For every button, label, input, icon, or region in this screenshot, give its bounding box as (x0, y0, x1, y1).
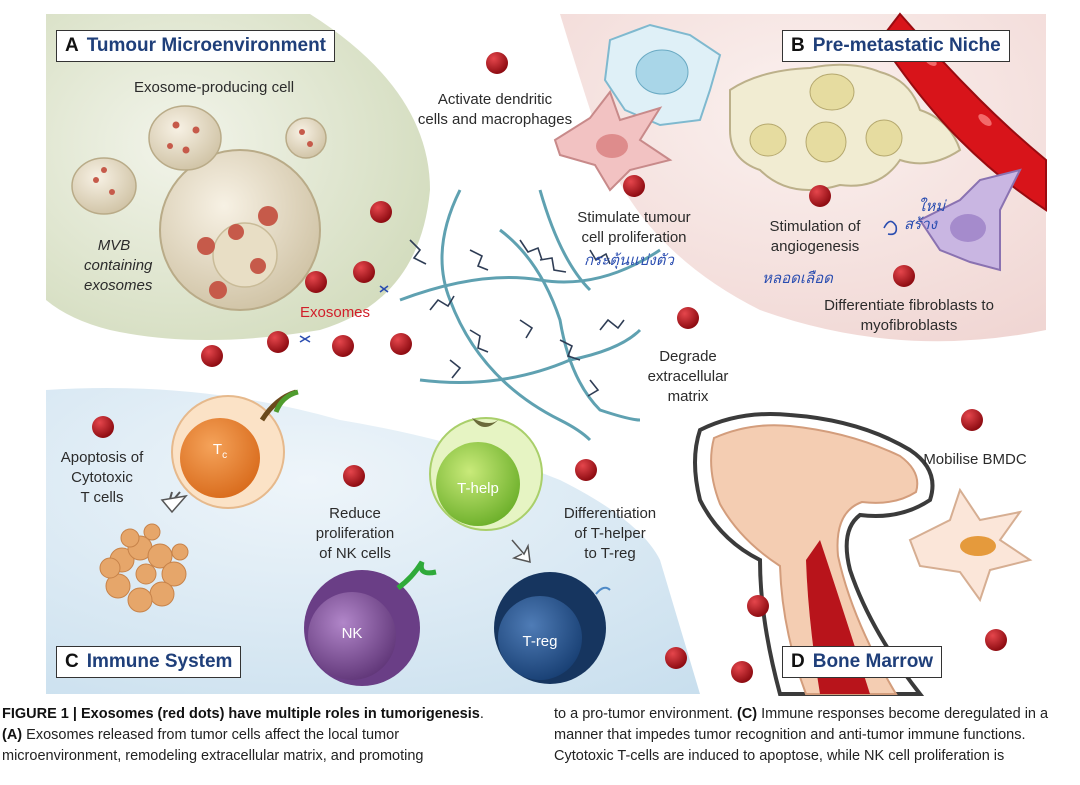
fibroblast-purple (918, 168, 1022, 272)
caption-left-line1: FIGURE 1 | Exosomes (red dots) have mult… (2, 704, 527, 725)
label-degrade-line2: extracellular (647, 368, 729, 385)
nk-cell (304, 560, 437, 686)
panel-a-label: Tumour Microenvironment (86, 35, 327, 56)
caption-right-line1-a: to a pro-tumor environment. (554, 706, 737, 722)
caption-a-marker: (A) (2, 727, 23, 743)
tc-subscript: c (222, 450, 228, 461)
label-nk-line3: of NK cells (319, 545, 391, 562)
apoptotic-bodies (99, 523, 189, 613)
cell-label-treg: T-reg (522, 633, 558, 650)
caption-left-line2: (A) Exosomes released from tumor cells a… (2, 725, 527, 746)
handwritten-note-1: กระตุ้นแบ่งตัว (584, 251, 674, 269)
caption-right-line1: to a pro-tumor environment. (C) Immune r… (554, 704, 1078, 725)
caption-right: to a pro-tumor environment. (C) Immune r… (554, 704, 1078, 767)
label-exosome-producing-cell: Exosome-producing cell (134, 79, 295, 96)
caption-left-line3: microenvironment, remodeling extracellul… (2, 748, 424, 764)
label-treg-line3: to T-reg (584, 545, 636, 562)
tc-letter: T (212, 441, 223, 458)
handwritten-marks (299, 220, 898, 343)
macrophage-pink (553, 89, 673, 192)
extracellular-matrix-fibres (399, 189, 661, 442)
label-nk-line2: proliferation (315, 525, 395, 542)
t-reg-cell (494, 572, 611, 684)
diagram-canvas (46, 12, 1047, 696)
label-dendritic-line1: Activate dendritic (437, 91, 553, 108)
ecm-fibrils (409, 239, 625, 397)
caption-right-line1-b: Immune responses become deregulated in a (757, 706, 1049, 722)
cytotoxic-t-cell (171, 389, 299, 509)
panel-c-letter: C (65, 651, 79, 672)
label-dendritic-line2: cells and macrophages (417, 111, 573, 128)
dendritic-cell-blue (603, 23, 722, 127)
label-mvb-line1: MVB (97, 237, 131, 254)
caption-title-dot: . (479, 706, 484, 722)
label-apoptosis-line1: Apoptosis of (60, 449, 144, 466)
arrow-tc-to-apoptosis (160, 491, 188, 514)
exosome-dots (92, 52, 1007, 683)
label-apoptosis-line3: T cells (80, 489, 124, 506)
panel-b-title: B Pre-metastatic Niche (782, 30, 1010, 62)
handwritten-note-3: สร้าง (904, 215, 937, 233)
panel-c-label: Immune System (86, 651, 233, 672)
label-fibroblasts-line1: Differentiate fibroblasts to (824, 297, 994, 314)
caption-left: FIGURE 1 | Exosomes (red dots) have mult… (2, 704, 527, 767)
panel-d-letter: D (791, 651, 805, 672)
label-fibroblasts-line2: myofibroblasts (860, 317, 958, 334)
label-treg-line2: of T-helper (574, 525, 646, 542)
label-degrade-line3: matrix (667, 388, 709, 405)
label-exosomes: Exosomes (300, 304, 371, 321)
panel-a-letter: A (65, 35, 79, 56)
panel-a-title: A Tumour Microenvironment (56, 30, 336, 62)
caption-right-line3: Cytotoxic T-cells are induced to apoptos… (554, 748, 1005, 764)
cell-label-thelp: T-help (457, 480, 499, 497)
arrow-thelp-to-treg (511, 539, 531, 563)
label-mobilise-bmdc: Mobilise BMDC (923, 451, 1027, 468)
label-mvb-line3: exosomes (84, 277, 153, 294)
exosome-producing-cells (71, 105, 327, 311)
panel-d-label: Bone Marrow (812, 651, 934, 672)
label-treg-line1: Differentiation (563, 505, 657, 522)
label-angiogenesis-line1: Stimulation of (769, 218, 861, 235)
panel-b-letter: B (791, 35, 805, 56)
handwritten-note-2: หลอดเลือด (762, 269, 833, 287)
label-stimulate-line2: cell proliferation (581, 229, 687, 246)
caption-c-marker: (C) (736, 706, 758, 722)
handwritten-note-4: ใหม่ (918, 197, 946, 215)
intracellular-exosomes (93, 121, 313, 299)
caption-left-line2-text: Exosomes released from tumor cells affec… (22, 727, 400, 743)
cell-label-nk: NK (341, 625, 363, 642)
label-mvb-line2: containing (84, 257, 153, 274)
bmdc-cell (908, 487, 1033, 603)
t-helper-cell (429, 417, 543, 531)
caption-figure-title: FIGURE 1 | Exosomes (red dots) have mult… (2, 706, 480, 722)
caption-right-line2: manner that impedes tumor recognition an… (554, 727, 1026, 743)
label-stimulate-line1: Stimulate tumour (577, 209, 691, 226)
cell-label-tc: Tc (210, 440, 230, 465)
tumour-cells-cluster (729, 63, 962, 191)
panel-c-title: C Immune System (56, 646, 242, 678)
panel-d-title: D Bone Marrow (782, 646, 943, 678)
label-nk-line1: Reduce (329, 505, 381, 522)
label-angiogenesis-line2: angiogenesis (770, 238, 860, 255)
label-apoptosis-line2: Cytotoxic (71, 469, 133, 486)
label-degrade-line1: Degrade (659, 348, 717, 365)
panel-b-label: Pre-metastatic Niche (812, 35, 1001, 56)
